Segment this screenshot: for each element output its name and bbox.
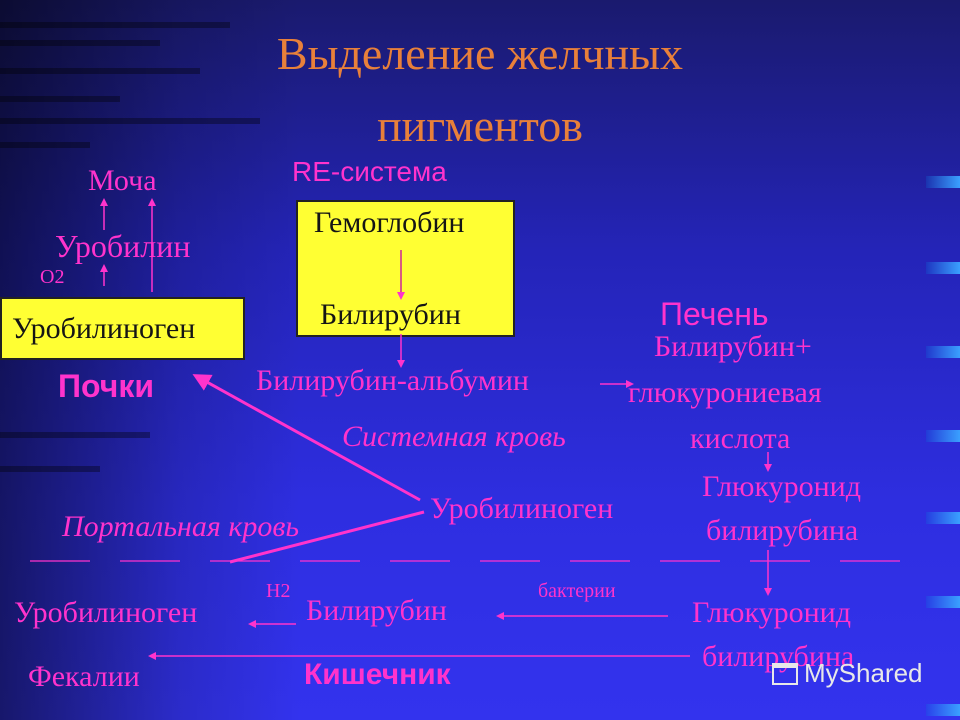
decor-stripe xyxy=(0,118,260,124)
arrow-to-kidneys xyxy=(192,374,421,502)
o2-label: O2 xyxy=(40,266,65,288)
urobilinogen-bottom-label: Уробилиноген xyxy=(14,596,198,629)
decor-tick xyxy=(926,596,960,608)
feces-label: Фекалии xyxy=(28,660,140,693)
urobilinogen-box xyxy=(0,297,245,360)
intestine-label: Кишечник xyxy=(304,658,451,691)
decor-stripe xyxy=(0,432,150,438)
urobilinogen-mid-label: Уробилиноген xyxy=(430,492,614,525)
urine-label: Моча xyxy=(88,164,157,197)
line-portal-blood xyxy=(229,510,425,564)
watermark-icon xyxy=(772,663,798,685)
decor-stripe xyxy=(0,142,90,148)
decor-tick xyxy=(926,512,960,524)
bilirubin-plus-label: Билирубин+ xyxy=(654,330,812,363)
bilirubin-bottom-label: Билирубин xyxy=(306,594,447,627)
urobilinogen-box-label: Уробилиноген xyxy=(12,312,196,345)
h2-label: H2 xyxy=(266,580,291,602)
watermark-text: MyShared xyxy=(804,658,923,688)
background-shadow xyxy=(0,0,300,720)
urobilin-label: Уробилин xyxy=(55,228,191,264)
acid-label: кислота xyxy=(690,422,791,455)
decor-stripe xyxy=(0,68,200,74)
slide-title-line2: пигментов xyxy=(377,100,583,151)
slide-title-line1: Выделение желчных xyxy=(276,28,684,79)
decor-tick xyxy=(926,430,960,442)
re-system-label: RE-система xyxy=(292,156,447,187)
decor-stripe xyxy=(0,466,100,472)
glucuronide-label-1: Глюкуронид xyxy=(702,470,861,503)
decor-stripe xyxy=(0,96,120,102)
glucuronide-label-2: Глюкуронид xyxy=(692,596,851,629)
hemoglobin-box xyxy=(296,200,515,337)
hemoglobin-label: Гемоглобин xyxy=(314,206,465,239)
glucuronic-label: глюкурониевая xyxy=(628,376,822,409)
kidneys-label: Почки xyxy=(58,368,155,404)
decor-stripe xyxy=(0,40,160,46)
bilirubin-albumin-label: Билирубин-альбумин xyxy=(256,364,529,397)
decor-tick xyxy=(926,262,960,274)
bacteria-label: бактерии xyxy=(538,580,616,602)
bilirubin-box-label: Билирубин xyxy=(320,298,461,331)
watermark: MyShared xyxy=(772,658,923,689)
systemic-blood-label: Системная кровь xyxy=(342,420,566,453)
bilirubina-label-1: билирубина xyxy=(706,514,859,547)
liver-label: Печень xyxy=(660,296,769,332)
decor-stripe xyxy=(0,22,230,28)
decor-tick xyxy=(926,704,960,716)
decor-tick xyxy=(926,176,960,188)
decor-tick xyxy=(926,346,960,358)
portal-blood-label: Портальная кровь xyxy=(62,510,300,543)
